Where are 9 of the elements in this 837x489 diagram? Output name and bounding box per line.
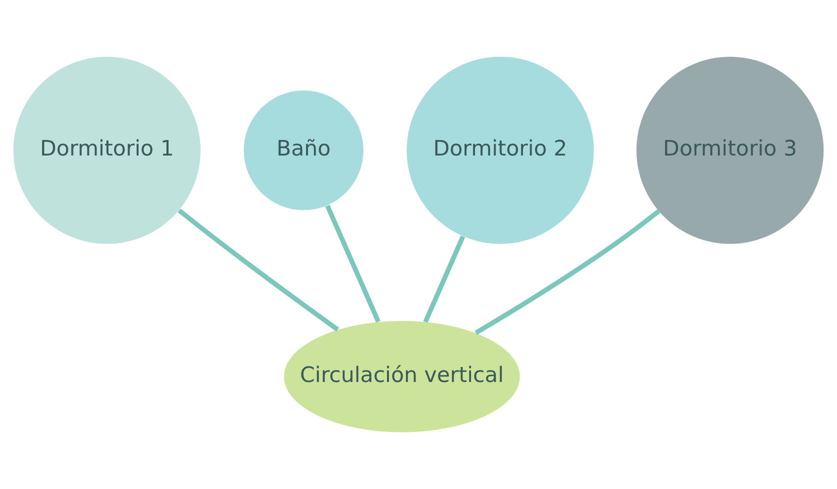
connector [178, 208, 340, 332]
connector [423, 236, 466, 323]
connector [474, 209, 660, 335]
node-circle: Dormitorio 3 [636, 56, 824, 244]
node-circle: Dormitorio 1 [13, 56, 201, 244]
connector [325, 204, 380, 323]
node-circle: Baño [244, 90, 364, 210]
node-circle: Dormitorio 2 [406, 56, 594, 244]
node-ellipse: Circulación vertical [284, 320, 520, 432]
